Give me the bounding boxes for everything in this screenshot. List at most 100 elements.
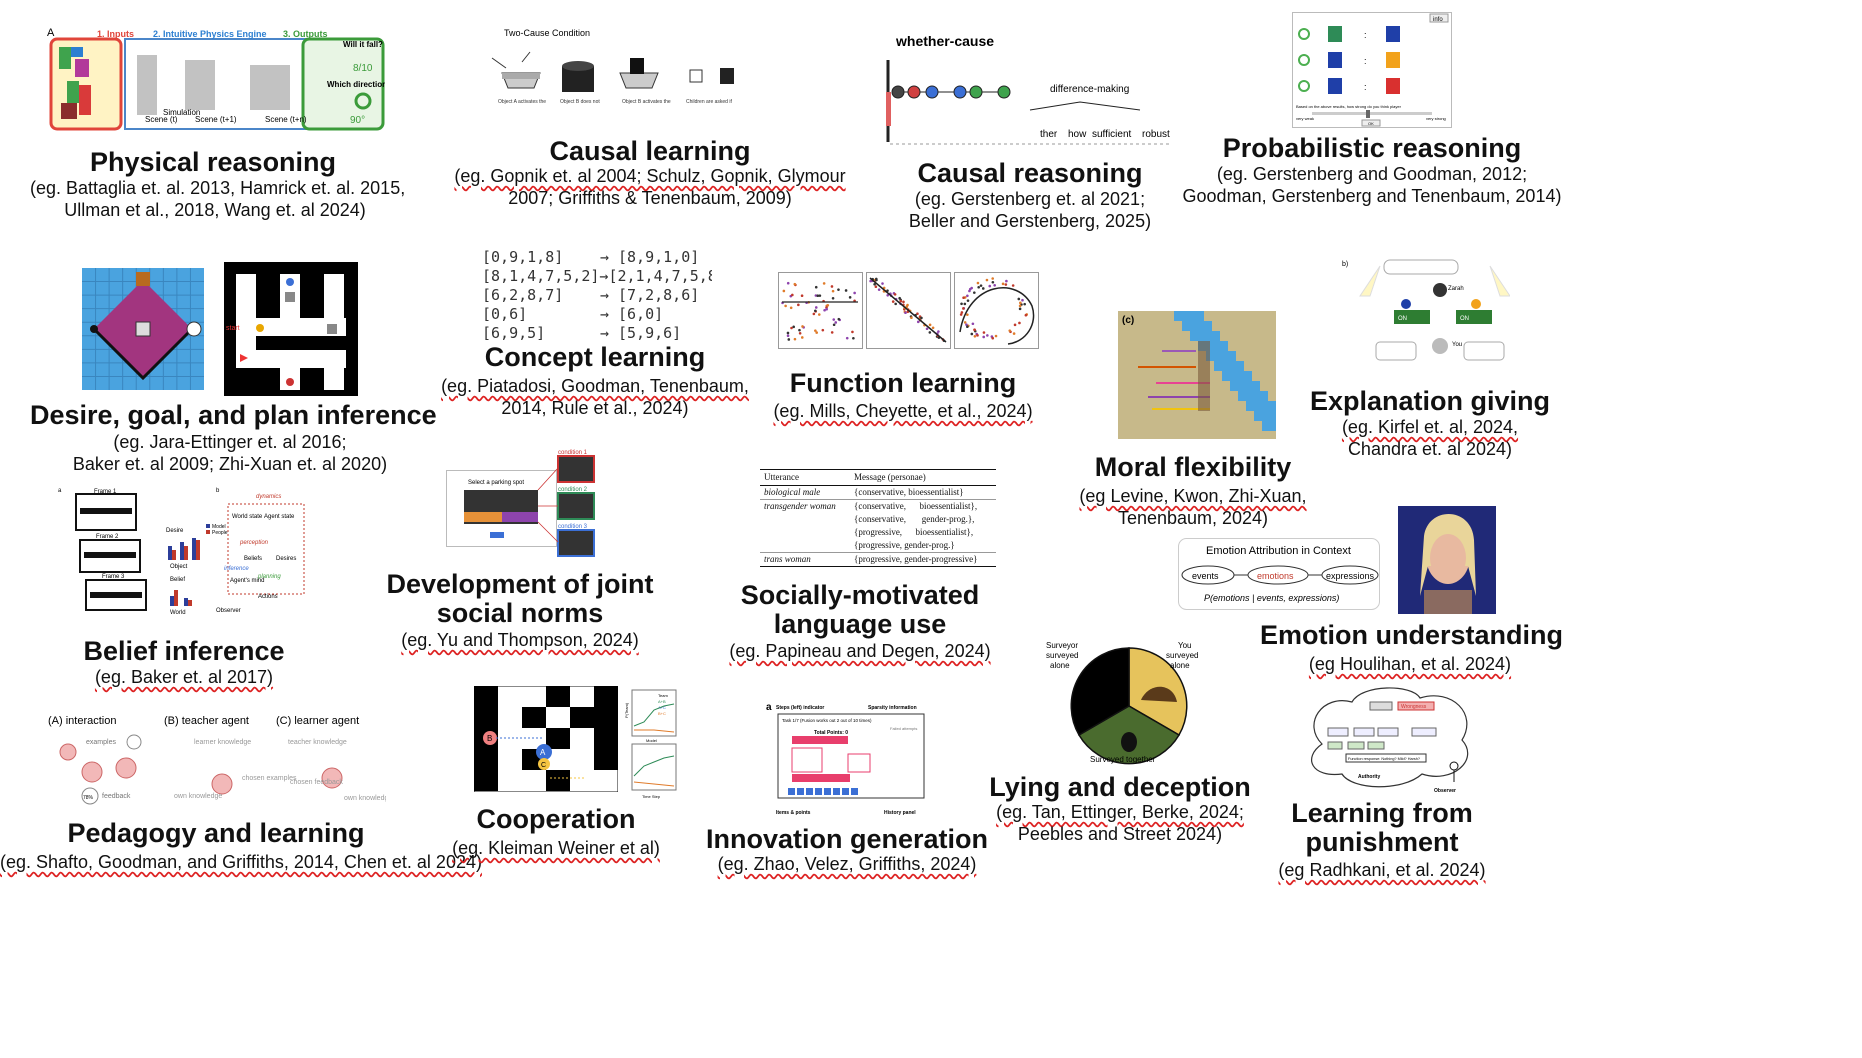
innovation-cite-text: (eg. Zhao, Velez, Griffiths, 2024) <box>717 854 977 874</box>
time-step-label: Time Step <box>642 794 661 799</box>
utterance-header: Utterance <box>764 472 799 482</box>
causal-learning-cite-1: (eg. Gopnik et. al 2004; Schulz, Gopnik,… <box>440 164 860 188</box>
lying-figure: Surveyor surveyed alone You surveyed alo… <box>1046 641 1198 765</box>
causal-learning-cite-1-text: (eg. Gopnik et. al 2004; Schulz, Gopnik,… <box>454 166 846 186</box>
function-learning-title: Function learning <box>789 368 1017 398</box>
label-ther: ther <box>1040 129 1058 140</box>
task-label: Task 1/7 (Fusion works out 2 out of 10 t… <box>782 718 872 723</box>
scene-t: Scene (t) <box>145 115 178 124</box>
concept-input: [0,6] <box>482 305 528 323</box>
q-direction: Which direction? <box>327 80 385 89</box>
concept-learning-cite-2: 2014, Rule et al., 2024) <box>501 398 689 418</box>
utterance-cell <box>760 514 854 525</box>
belief-a: a <box>58 488 62 494</box>
moral-flexibility-cite-1-text: (eg Levine, Kwon, Zhi-Xuan, <box>1079 486 1307 506</box>
svg-text:Object B activates the: Object B activates the <box>622 99 671 105</box>
perception-label: perception <box>239 540 269 546</box>
message-cell: {conservative, bioessentialist}, <box>854 501 978 511</box>
innovation-panel-label: a <box>766 702 772 713</box>
probabilistic-reasoning-cite-2: Goodman, Gerstenberg and Tenenbaum, 2014… <box>1182 186 1562 206</box>
legend-bc: B+C <box>658 711 666 716</box>
desire-title: Desire, goal, and plan inference <box>30 400 437 430</box>
observer-punish-label: Observer <box>1434 788 1456 794</box>
social-language-table: Utterance Message (personae) biological … <box>760 469 996 569</box>
explanation-giving-cite-1: (eg. Kirfel et. al, 2024, <box>1280 415 1580 439</box>
difference-making-label: difference-making <box>1050 84 1129 95</box>
joint-norms-title-1: Development of joint <box>386 569 654 599</box>
two-cause-heading: Two-Cause Condition <box>504 28 590 38</box>
info-button: info <box>1433 17 1443 23</box>
concept-row: [8,1,4,7,5,2]→[2,1,4,7,5,8] <box>482 267 712 286</box>
moral-flexibility-cite-2: Tenenbaum, 2024) <box>1117 508 1269 528</box>
agents-mind-label: Agent's mind <box>230 578 265 584</box>
strength-slider[interactable] <box>1366 110 1370 118</box>
svg-text:Object A activates the: Object A activates the <box>498 99 546 105</box>
concept-input: [0,9,1,8] <box>482 248 564 266</box>
emotion-cite-text: (eg Houlihan, et al. 2024) <box>1308 654 1512 674</box>
agent-c: C <box>541 762 546 769</box>
social-table-row: {progressive, bioessentialist}, <box>760 526 996 539</box>
agent-a: A <box>540 748 546 757</box>
concept-learning-title: Concept learning <box>484 342 706 372</box>
engine-label: 2. Intuitive Physics Engine <box>153 29 267 39</box>
learner-knowledge-label: learner knowledge <box>194 739 251 746</box>
expressions-node: expressions <box>1326 571 1375 581</box>
condition-3-label: condition 3 <box>558 524 588 530</box>
message-cell: {conservative, gender-prog.}, <box>854 514 975 524</box>
causal-learning-title: Causal learning <box>549 136 751 166</box>
legend-ac: A+C <box>658 705 666 710</box>
belief-inference-title: Belief inference <box>83 636 285 666</box>
concept-input: [6,9,5] <box>482 324 546 342</box>
q-fall: Will it fall? <box>343 40 383 49</box>
concept-input: [8,1,4,7,5,2] <box>482 267 600 285</box>
joint-norms-cite-text: (eg. Yu and Thompson, 2024) <box>401 630 639 650</box>
utterance-cell: trans woman <box>764 554 811 564</box>
message-cell: {progressive, gender-progressive} <box>854 554 978 564</box>
explanation-giving-cite-1-text: (eg. Kirfel et. al, 2024, <box>1341 417 1519 437</box>
condition-2-label: condition 2 <box>558 487 588 493</box>
moral-panel-label: (c) <box>1122 315 1134 326</box>
punishment-cite-1: (eg Radhkani, et al. 2024) <box>1232 858 1532 882</box>
start-label: start <box>226 325 240 332</box>
observer-label: Observer <box>216 608 241 614</box>
function-learning-figure <box>778 272 1039 349</box>
you-label: You <box>1452 342 1462 348</box>
items-points-label: Items & points <box>776 810 811 816</box>
steps-indicator-label: Steps (left) indicator <box>776 705 824 711</box>
social-table-row: biological male{conservative, bioessenti… <box>760 486 996 499</box>
emotion-photo <box>1398 506 1496 614</box>
emotion-formula: P(emotions | events, expressions) <box>1204 593 1339 603</box>
feedback-label: feedback <box>102 793 131 800</box>
causal-reasoning-cite-1: (eg. Gerstenberg et. al 2021; <box>914 189 1146 209</box>
label-robust: robust <box>1142 129 1170 140</box>
message-header: Message (personae) <box>854 472 926 482</box>
pedagogy-cite-1: (eg. Shafto, Goodman, and Griffiths, 201… <box>0 850 482 874</box>
total-points-label: Total Points: 0 <box>814 730 848 736</box>
function-response-label: Function response: Nothing? Mild? Harsh? <box>1348 757 1420 761</box>
lying-title: Lying and deception <box>989 772 1251 802</box>
probabilistic-reasoning-cite-1: (eg. Gerstenberg and Goodman, 2012; <box>1216 164 1528 184</box>
authority-label: Authority <box>1358 774 1380 780</box>
concept-output: [7,2,8,6] <box>618 286 700 304</box>
you-line-1: You <box>1178 641 1192 650</box>
concept-arrow: → <box>600 305 610 323</box>
emotion-title: Emotion understanding <box>1260 620 1563 650</box>
label-sufficient: sufficient <box>1092 129 1132 140</box>
agent-b: B <box>487 734 492 743</box>
pedagogy-c-label: (C) learner agent <box>276 715 359 727</box>
causal-learning-figure: Two-Cause Condition Object A activates t… <box>491 28 734 105</box>
actions-label: Actions <box>258 594 278 600</box>
ok-button[interactable] <box>1361 119 1381 127</box>
moral-flexibility-title: Moral flexibility <box>1094 452 1292 482</box>
surveyor-line-1: Surveyor <box>1046 641 1078 650</box>
planning-label: planning <box>257 574 281 580</box>
message-cell: {progressive, bioessentialist}, <box>854 527 974 537</box>
outputs-label: 3. Outputs <box>283 29 328 39</box>
social-language-cite-text: (eg. Papineau and Degen, 2024) <box>729 641 991 661</box>
submit-button[interactable] <box>490 532 504 538</box>
desire-grid-figure <box>82 268 204 390</box>
pedagogy-a-label: (A) interaction <box>48 715 116 727</box>
a-fall: 8/10 <box>353 63 373 74</box>
joint-norms-figure: Select a parking spot condition 1 condit… <box>446 450 595 557</box>
concept-row: [6,2,8,7]→[7,2,8,6] <box>482 286 712 305</box>
